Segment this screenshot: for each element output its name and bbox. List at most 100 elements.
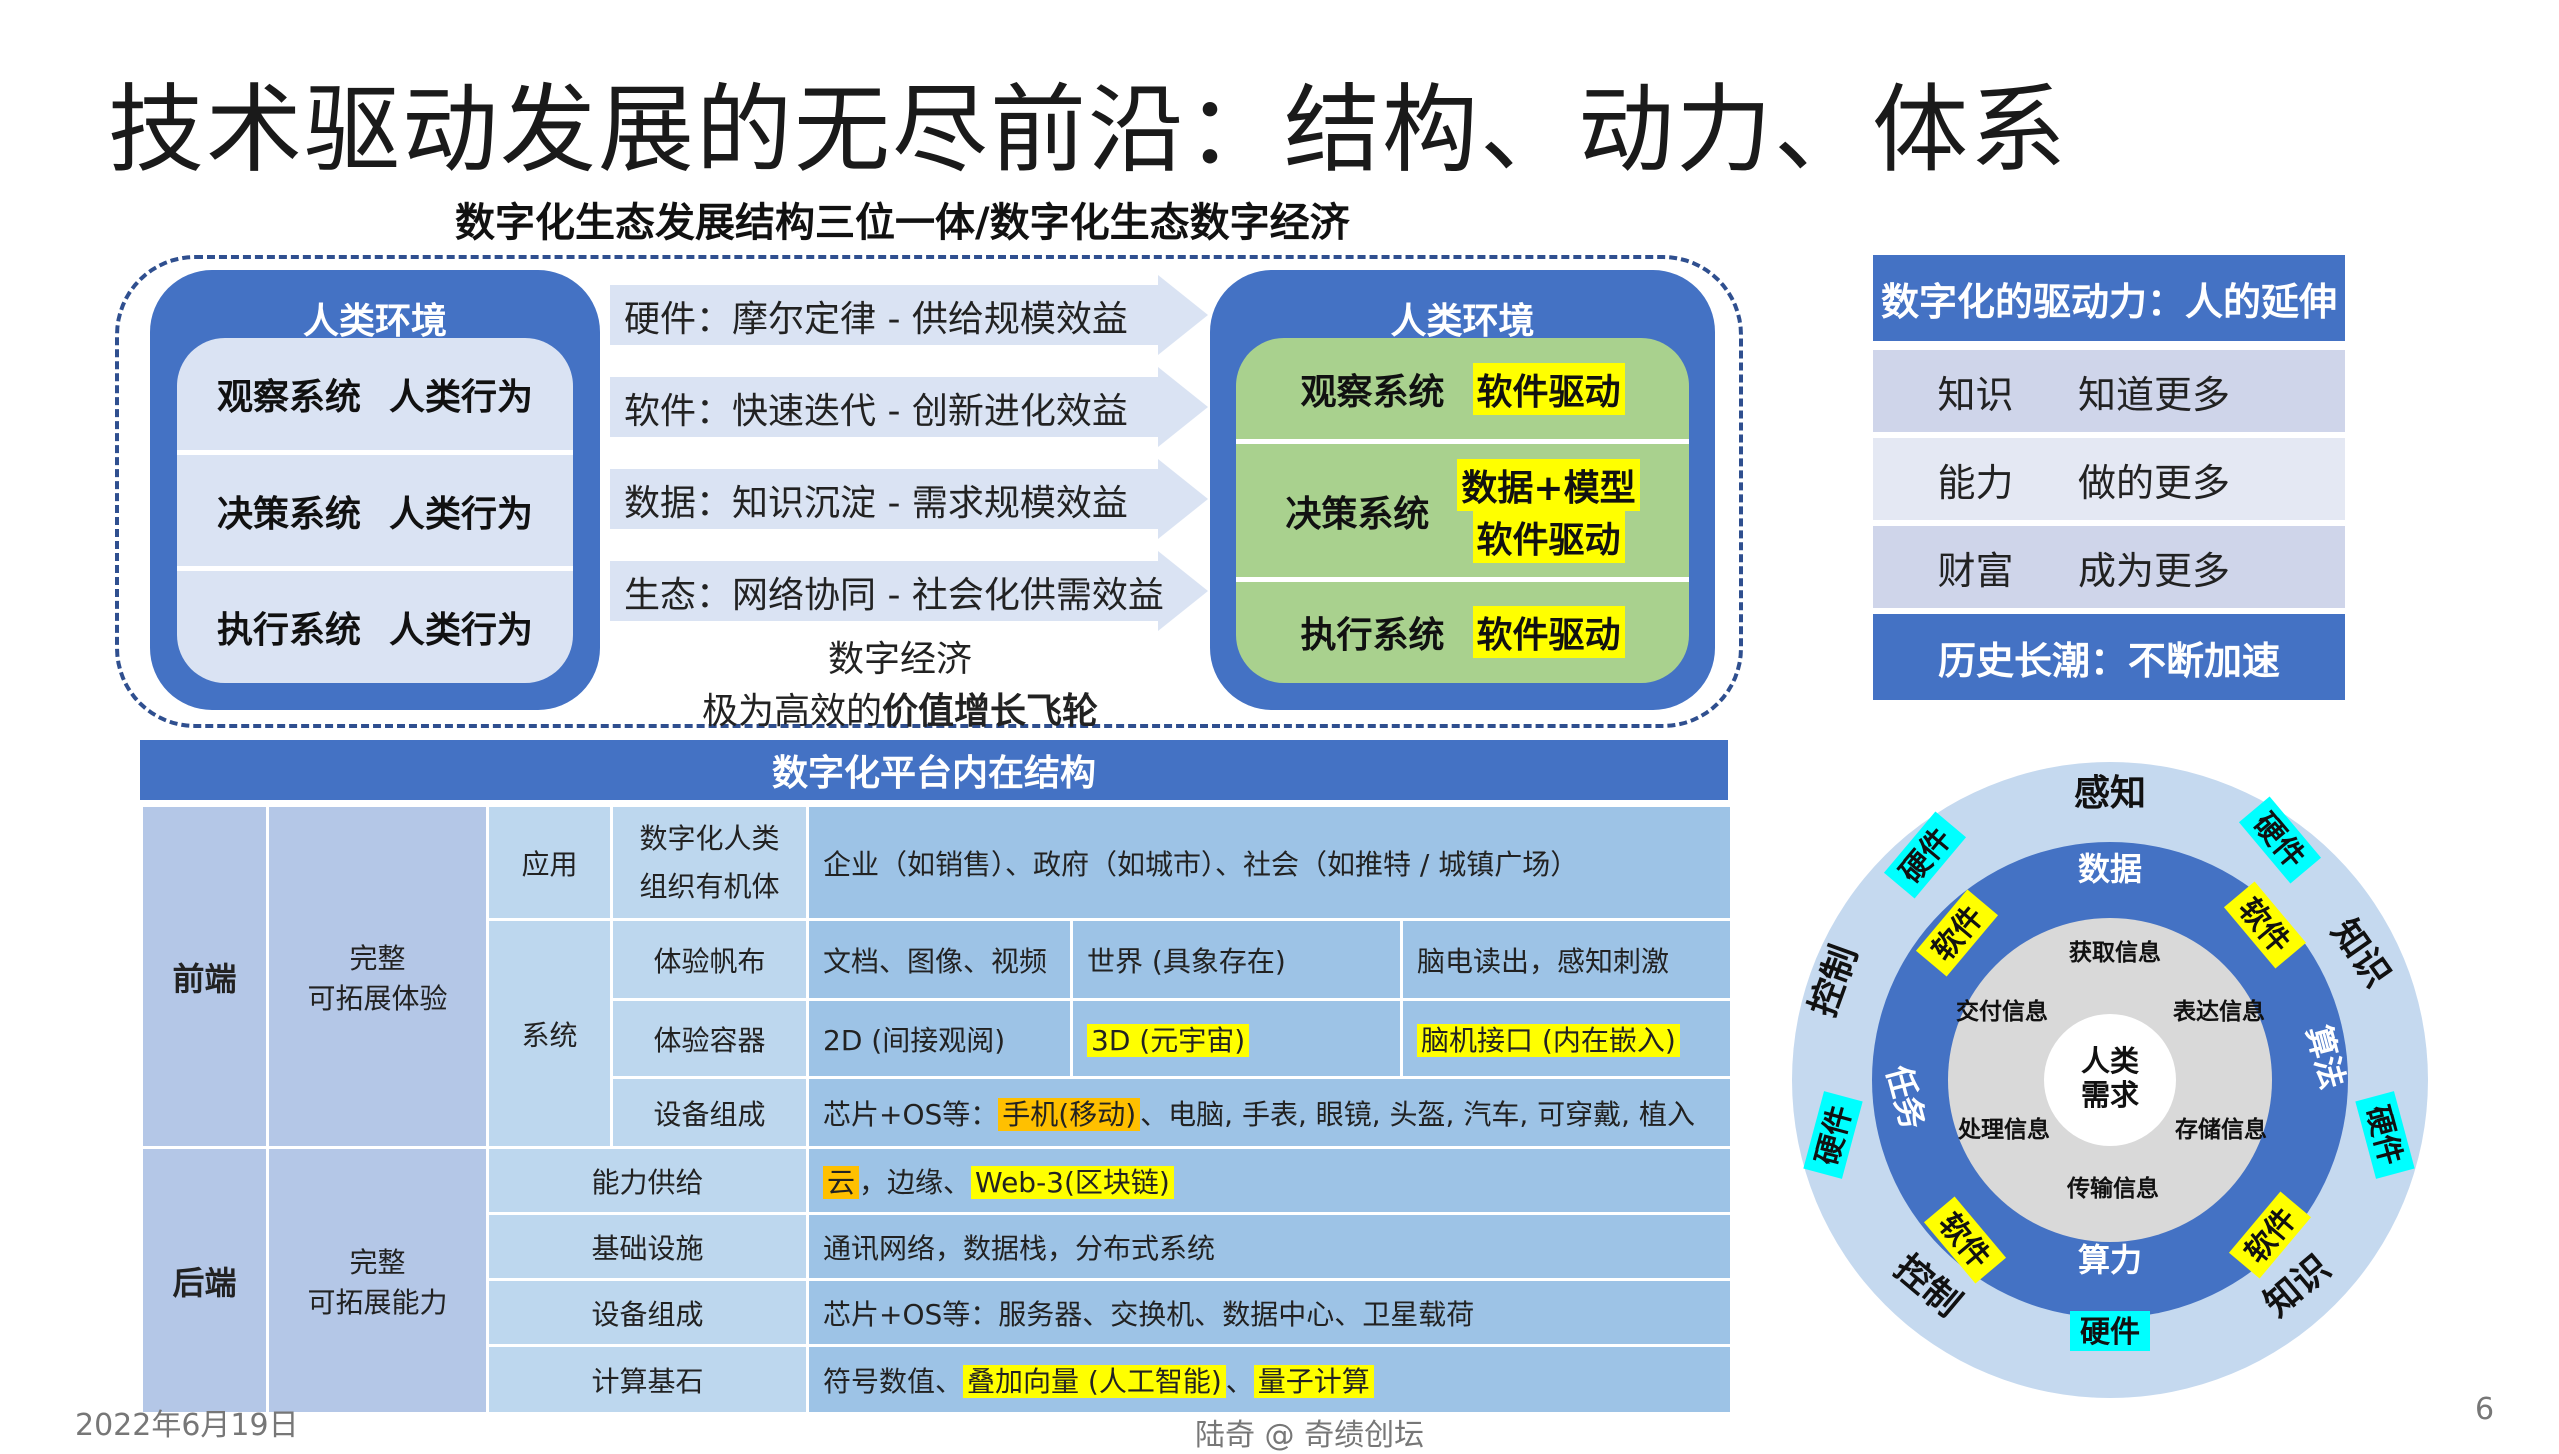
system-driver: 软件驱动: [1472, 362, 1625, 415]
middle-label: 数据: [2078, 850, 2142, 888]
platform-table: 前端 完整 可拓展体验 应用 数字化人类 组织有机体 企业（如销售）、政府（如城…: [140, 804, 1734, 1415]
highlight: 量子计算: [1253, 1364, 1374, 1398]
table-row: 系统 体验帆布 文档、图像、视频 世界 (具象存在) 脑电读出，感知刺激: [142, 918, 1734, 1149]
left-environment: 人类环境 观察系统 人类行为 决策系统 人类行为 执行系统 人类行为: [150, 270, 600, 710]
arrow-text: 数据：知识沉淀 - 需求规模效益: [624, 483, 1128, 524]
driver-key: 知识: [1937, 372, 2014, 417]
system-driver: 人类行为: [389, 610, 534, 652]
table-row: 计算基石 符号数值、叠加向量 (人工智能)、量子计算: [142, 1344, 1734, 1415]
arrow-text: 软件：快速迭代 - 创新进化效益: [624, 391, 1128, 432]
compute-label: 计算基石: [486, 1344, 809, 1415]
supply-value: 云，边缘、Web-3(区块链): [805, 1146, 1734, 1215]
table-row: 基础设施 通讯网络，数据栈，分布式系统: [142, 1212, 1734, 1281]
app-name-line: 组织有机体: [639, 869, 780, 903]
driver-key: 能力: [1937, 460, 2014, 505]
flywheel-caption: 数字经济 极为高效的价值增长飞轮: [640, 630, 1160, 734]
section-subtitle: 数字化生态发展结构三位一体/数字化生态数字经济: [455, 200, 1350, 246]
right-execute-row: 执行系统 软件驱动: [1236, 576, 1689, 683]
container-label: 体验容器: [610, 998, 809, 1079]
text: 、: [1225, 1364, 1254, 1398]
system-name: 执行系统: [216, 610, 361, 652]
driver-key: 财富: [1937, 548, 2014, 593]
driver-row: 财富 成为更多: [1873, 526, 2345, 608]
app-value: 企业（如销售）、政府（如城市）、社会（如推特 / 城镇广场）: [805, 804, 1734, 921]
desc-line: 完整: [349, 941, 406, 975]
right-env-title: 人类环境: [1390, 301, 1535, 342]
text: 、电脑, 手表, 眼镜, 头盔, 汽车, 可穿戴, 植入: [1140, 1097, 1695, 1131]
system-name: 观察系统: [1300, 371, 1445, 413]
canvas-cell: 世界 (具象存在): [1070, 918, 1403, 1001]
desc-line: 可拓展体验: [307, 981, 448, 1015]
driver-value: 知道更多: [2078, 372, 2231, 417]
canvas-label: 体验帆布: [610, 918, 809, 1001]
inner-label: 存储信息: [2175, 1116, 2267, 1143]
highlight: 云: [823, 1165, 860, 1199]
platform-header: 数字化平台内在结构: [140, 740, 1728, 800]
system-driver: 软件驱动: [1472, 606, 1625, 659]
container-cell: 3D (元宇宙): [1070, 998, 1403, 1079]
inner-label: 传输信息: [2066, 1175, 2159, 1202]
left-execute-row: 执行系统 人类行为: [177, 566, 573, 683]
footer-date: 2022年6月19日: [75, 1408, 299, 1443]
infra-value: 通讯网络，数据栈，分布式系统: [805, 1212, 1734, 1281]
system-driver: 人类行为: [389, 376, 534, 418]
flywheel-bold: 价值增长飞轮: [882, 691, 1099, 732]
desc-line: 可拓展能力: [307, 1285, 448, 1319]
left-env-systems: 观察系统 人类行为 决策系统 人类行为 执行系统 人类行为: [177, 338, 573, 683]
driver-line: 数据+模型: [1457, 458, 1640, 511]
left-decision-row: 决策系统 人类行为: [177, 449, 573, 567]
back-label: 后端: [140, 1146, 269, 1415]
driver-panel-header: 数字化的驱动力：人的延伸: [1873, 255, 2345, 341]
arrow-hardware: 硬件：摩尔定律 - 供给规模效益: [610, 275, 1208, 355]
system-name: 决策系统: [216, 493, 361, 535]
system-name: 执行系统: [1300, 615, 1445, 657]
front-device-label: 设备组成: [610, 1076, 809, 1149]
left-observe-row: 观察系统 人类行为: [177, 338, 573, 450]
table-row: 设备组成 芯片+OS等：手机(移动)、电脑, 手表, 眼镜, 头盔, 汽车, 可…: [142, 1076, 1734, 1149]
table-row: 前端 完整 可拓展体验 应用 数字化人类 组织有机体 企业（如销售）、政府（如城…: [140, 804, 1734, 1149]
driver-row: 知识 知道更多: [1873, 350, 2345, 432]
table-row: 体验容器 2D (间接观阅) 3D (元宇宙) 脑机接口 (内在嵌入): [142, 998, 1734, 1079]
highlight: Web-3(区块链): [971, 1165, 1174, 1199]
supply-label: 能力供给: [486, 1146, 809, 1215]
left-env-title: 人类环境: [302, 301, 447, 342]
arrow-text: 生态：网络协同 - 社会化供需效益: [624, 575, 1164, 616]
back-device-label: 设备组成: [486, 1278, 809, 1347]
driver-panel-footer: 历史长潮：不断加速: [1873, 614, 2345, 700]
flywheel-prefix: 极为高效的: [701, 691, 882, 732]
page-title: 技术驱动发展的无尽前沿：结构、动力、体系: [108, 74, 2068, 186]
system-driver: 数据+模型 软件驱动: [1457, 458, 1640, 563]
outer-label: 感知: [2074, 773, 2146, 814]
app-label: 应用: [486, 804, 613, 921]
text: 芯片+OS等：: [823, 1097, 999, 1131]
driver-value: 做的更多: [2078, 460, 2231, 505]
table-row: 设备组成 芯片+OS等：服务器、交换机、数据中心、卫星载荷: [142, 1278, 1734, 1347]
center-circle: [2044, 1014, 2176, 1146]
system-name: 决策系统: [1285, 493, 1430, 535]
driver-value: 成为更多: [2078, 548, 2231, 593]
front-label: 前端: [140, 804, 269, 1149]
front-desc: 完整 可拓展体验: [266, 804, 489, 1149]
infra-label: 基础设施: [486, 1212, 809, 1281]
canvas-cell: 文档、图像、视频: [806, 918, 1073, 1001]
flywheel-line2: 极为高效的价值增长飞轮: [640, 682, 1160, 734]
text: 符号数值、: [823, 1364, 964, 1398]
ecosystem-frame: [115, 255, 1743, 728]
back-desc: 完整 可拓展能力: [266, 1146, 489, 1415]
center-line: 人类: [2081, 1044, 2139, 1078]
system-name: 观察系统: [216, 376, 361, 418]
highlight: 3D (元宇宙): [1087, 1023, 1250, 1057]
inner-label: 表达信息: [2173, 998, 2265, 1025]
front-device-value: 芯片+OS等：手机(移动)、电脑, 手表, 眼镜, 头盔, 汽车, 可穿戴, 植…: [805, 1076, 1734, 1149]
inner-label: 获取信息: [2069, 939, 2161, 966]
footer-author: 陆奇 @ 奇绩创坛: [1195, 1418, 1425, 1453]
driver-row: 能力 做的更多: [1873, 438, 2345, 520]
desc-line: 完整: [349, 1245, 406, 1279]
compute-value: 符号数值、叠加向量 (人工智能)、量子计算: [805, 1344, 1734, 1415]
right-environment: 人类环境 观察系统 软件驱动 决策系统 数据+模型 软件驱动 执行系统 软件驱动: [1210, 270, 1715, 710]
right-decision-row: 决策系统 数据+模型 软件驱动: [1236, 439, 1689, 577]
container-cell: 脑机接口 (内在嵌入): [1399, 998, 1734, 1079]
arrow-software: 软件：快速迭代 - 创新进化效益: [610, 367, 1208, 447]
highlight: 叠加向量 (人工智能): [963, 1364, 1226, 1398]
flywheel-line1: 数字经济: [827, 639, 972, 680]
